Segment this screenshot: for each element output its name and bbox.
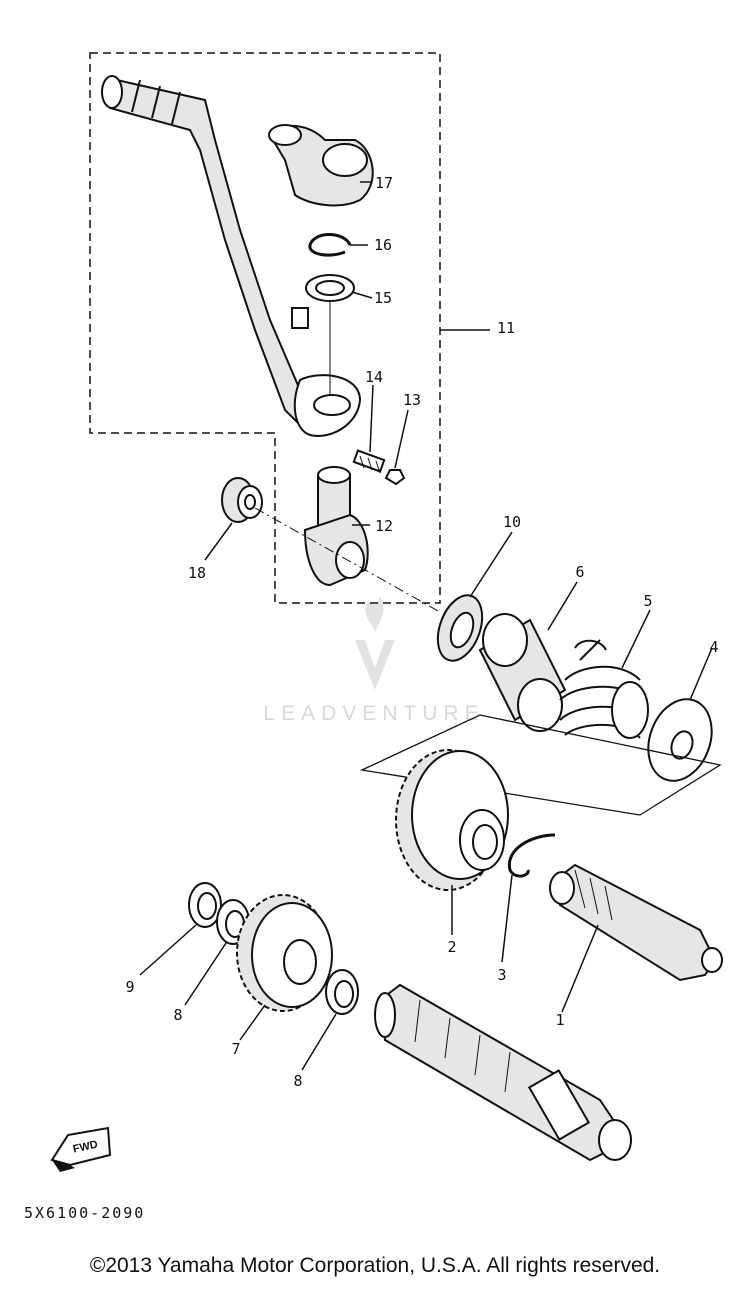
callout-2: 2 [447,938,456,956]
part-17-boss [268,124,374,207]
leader-14 [369,384,374,453]
assembly-outline-11 [89,52,441,604]
part-10-collar [436,594,484,662]
part-14-spring [352,449,386,474]
callout-6: 6 [575,563,584,581]
callout-4: 4 [709,638,718,656]
callout-9: 9 [125,978,134,996]
callout-16: 16 [374,236,392,254]
callout-1: 1 [555,1011,564,1029]
callout-14: 14 [365,368,383,386]
callout-13: 13 [403,391,421,409]
callout-11: 11 [497,319,515,337]
callout-3: 3 [497,966,506,984]
callout-7: 7 [231,1040,240,1058]
part-13-ball [384,469,406,486]
copyright-notice: ©2013 Yamaha Motor Corporation, U.S.A. A… [89,1254,661,1277]
leader-10 [469,531,513,598]
diagram-code: 5X6100-2090 [24,1204,145,1222]
center-axis-upper [254,507,441,613]
part-12-shaft-boss [303,466,369,587]
part-1-kick-axle [549,863,723,982]
part-3-clip [507,833,556,878]
fwd-label: FWD [72,1139,99,1156]
leader-9 [139,924,197,976]
callout-8-upper: 8 [173,1006,182,1024]
watermark-logo [355,596,395,690]
part-5-spring [559,639,649,739]
part-16-clip [308,233,352,257]
leader-8a [184,942,227,1006]
leader-7 [239,1004,266,1041]
callout-12: 12 [375,517,393,535]
callout-18: 18 [188,564,206,582]
callout-15: 15 [374,289,392,307]
callout-8-lower: 8 [293,1072,302,1090]
part-6-spacer [478,613,567,732]
fwd-arrow-icon [50,1126,112,1172]
part-4-washer [647,698,713,782]
callout-17: 17 [375,174,393,192]
group-outline [359,714,722,816]
part-7-idle-gear [236,894,333,1012]
part-18-collar [221,477,263,523]
watermark-text: LEADVENTURE [263,702,484,725]
leader-5 [621,609,651,669]
leader-8b [301,1013,337,1071]
callout-10: 10 [503,513,521,531]
leader-4 [689,647,713,701]
leader-15 [351,291,373,299]
kick-lever [101,75,362,437]
part-2-kick-gear [395,749,509,891]
leader-3 [501,874,513,963]
part-9-circlip [188,882,222,928]
main-axle [374,983,632,1162]
callout-5: 5 [643,592,652,610]
part-8-washer-lower [325,969,359,1015]
leader-6 [547,581,578,631]
leader-1 [561,924,599,1013]
leader-18 [204,522,233,561]
leader-13 [394,409,409,469]
